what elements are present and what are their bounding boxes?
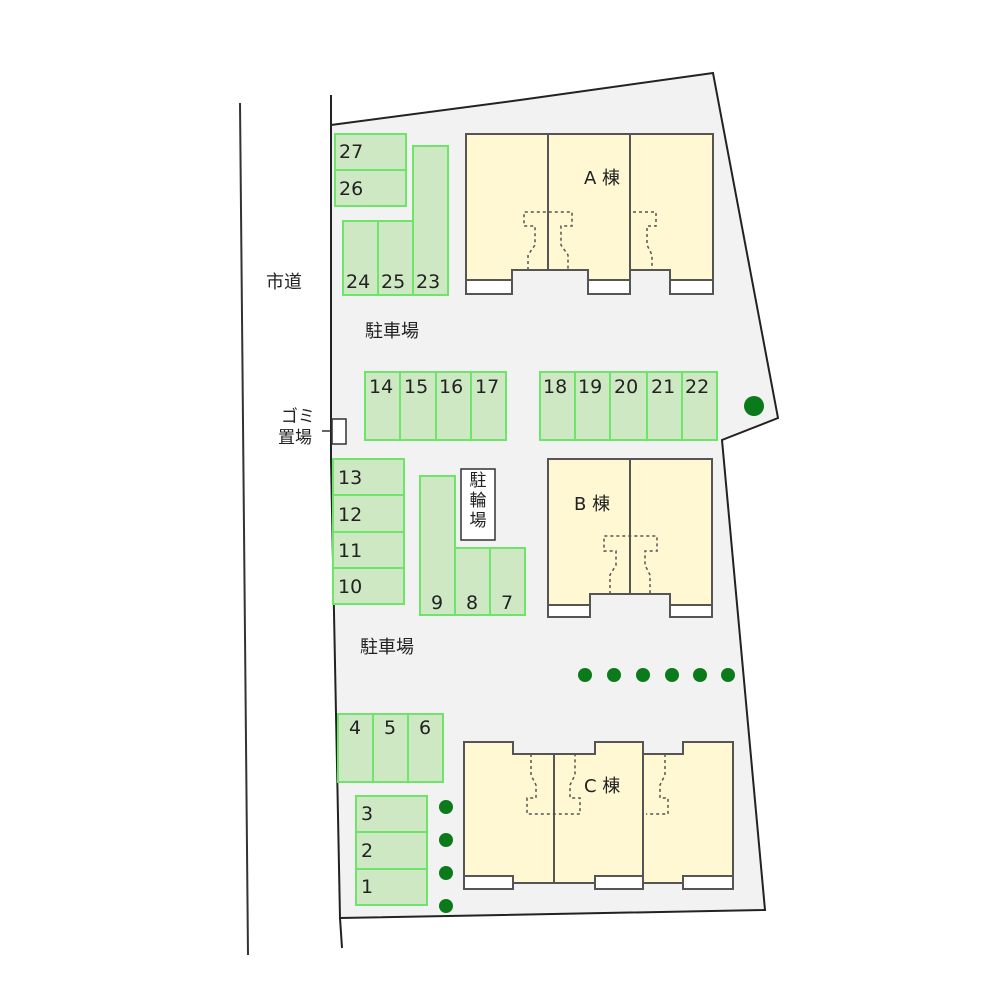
garbage-label-line2: 置場 bbox=[278, 428, 312, 448]
building-a-label: A 棟 bbox=[584, 168, 621, 189]
parking-space-14: 14 bbox=[369, 376, 394, 398]
parking-space-19: 19 bbox=[578, 376, 603, 398]
parking-space-27: 27 bbox=[339, 141, 364, 163]
parking-space-3: 3 bbox=[361, 803, 374, 825]
parking-space-25: 25 bbox=[381, 271, 406, 293]
parking-space-4: 4 bbox=[349, 717, 362, 739]
parking-space-26: 26 bbox=[339, 178, 364, 200]
parking-space-24: 24 bbox=[346, 271, 371, 293]
parking-space-8: 8 bbox=[466, 592, 479, 614]
parking-space-11: 11 bbox=[338, 540, 363, 562]
parking-space-17: 17 bbox=[475, 376, 500, 398]
trees bbox=[439, 396, 764, 913]
bicycle-parking-box bbox=[460, 468, 496, 541]
parking-space-21: 21 bbox=[651, 376, 676, 398]
parking-space-20: 20 bbox=[614, 376, 639, 398]
building-c bbox=[463, 741, 734, 890]
parking-space-10: 10 bbox=[338, 576, 363, 598]
parking-space-16: 16 bbox=[439, 376, 464, 398]
parking-space-7: 7 bbox=[501, 592, 514, 614]
building-c-label: C 棟 bbox=[584, 776, 621, 797]
parking-space-5: 5 bbox=[384, 717, 397, 739]
parking-space-13: 13 bbox=[338, 467, 363, 489]
road-label: 市道 bbox=[266, 272, 302, 293]
building-b-label: B 棟 bbox=[574, 494, 611, 515]
garbage-station bbox=[331, 418, 347, 445]
parking-label-top: 駐車場 bbox=[365, 321, 419, 342]
parking-space-9: 9 bbox=[431, 592, 444, 614]
road-edge-line bbox=[239, 102, 249, 956]
parking-space-12: 12 bbox=[338, 504, 363, 526]
parking-space-6: 6 bbox=[419, 717, 432, 739]
building-a bbox=[465, 133, 714, 295]
parking-space-18: 18 bbox=[543, 376, 568, 398]
parking-space-15: 15 bbox=[404, 376, 429, 398]
parking-label-mid: 駐車場 bbox=[360, 637, 414, 658]
parking-space-1: 1 bbox=[361, 876, 374, 898]
parking-space-2: 2 bbox=[361, 840, 374, 862]
garbage-label-line1: ゴミ bbox=[281, 407, 315, 427]
building-b bbox=[547, 458, 713, 618]
bicycle-parking-label: 駐輪場 bbox=[469, 471, 487, 531]
parking-space-23: 23 bbox=[416, 271, 441, 293]
parking-spaces bbox=[332, 133, 718, 906]
parking-space-22: 22 bbox=[685, 376, 710, 398]
